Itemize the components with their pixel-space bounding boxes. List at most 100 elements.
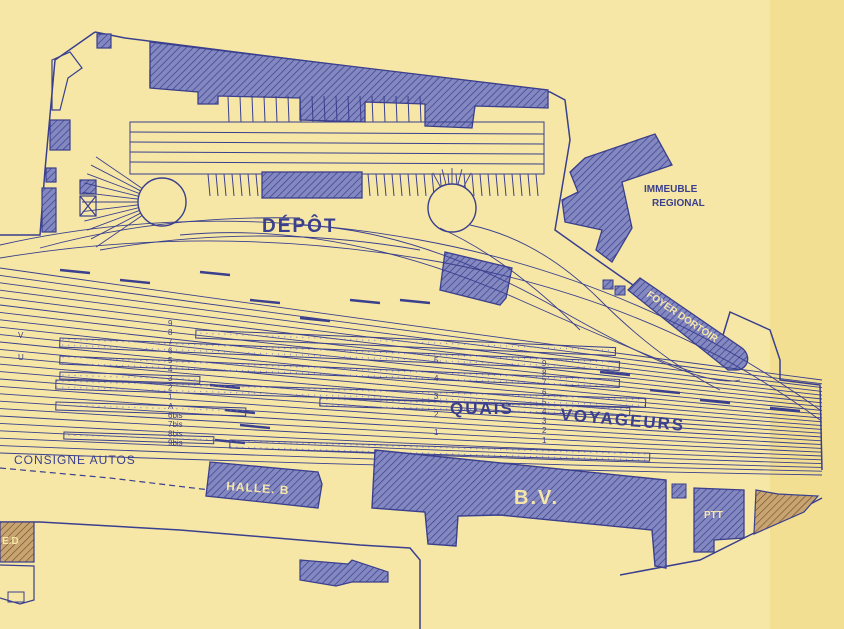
track-number-label: 7 [542,378,547,387]
track-line [0,385,823,442]
track-line [0,415,823,457]
quais-label: QUAIS [450,399,514,418]
depot-stub-line [371,95,374,123]
curved-track-line [0,220,821,411]
depot-stub-line [487,173,491,197]
track-line [0,274,823,385]
switch-mark [399,298,431,305]
bv-label: B.V. [514,487,559,509]
fan-track-line [463,172,472,188]
fan-track-line [86,210,140,231]
turntable-left [137,177,187,227]
switch-mark [699,398,731,405]
fan-track-line [95,156,143,189]
turntable-fan-tracks [82,156,472,248]
track-number-label: 8bis [168,429,183,438]
halle-b-building [205,461,323,509]
depot-label: DÉPÔT [262,215,337,237]
curved-track-line [39,217,301,249]
track-number-label: 5 [168,356,173,365]
depot-stub-line [383,95,386,123]
curved-track-line [0,240,821,421]
depot-stub-line [399,173,403,197]
track-line [0,267,823,381]
curved-track-line [469,224,721,391]
depot-stub-line [223,173,227,197]
turntable-right [427,183,477,233]
track-number-label: 9 [168,319,173,328]
track-line [0,422,823,461]
track-number-label: 9 [542,359,547,368]
ptt-label: PTT [704,510,723,521]
switch-mark [349,298,381,305]
platform [59,355,621,388]
fan-track-line [441,169,447,185]
track-number-label: 8 [542,369,547,378]
ed-building [0,521,35,605]
track-number-label: 4 [434,374,439,383]
depot-stub-line [335,95,338,123]
switch-mark [199,270,231,277]
depot-stub-line [275,95,278,123]
passenger-platforms [55,329,651,462]
depot-stub-line [231,173,235,197]
depot-stub-line [247,173,251,197]
curved-track-line [299,224,741,382]
depot-stub-line [375,173,379,197]
track-number-label: 9bis [168,439,183,448]
depot-stub-line [287,95,290,123]
consigne-autos-dashed-line [0,467,211,491]
track-number-label: 8 [168,328,173,337]
track-number-label: 2 [168,383,173,392]
switch-mark [649,388,681,395]
track-number-label: 3 [542,417,547,426]
bv-station-building [371,449,667,569]
track-number-label: 5 [542,397,547,406]
track-number-label: 3 [168,374,173,383]
track-number-label: 6 [542,388,547,397]
fan-track-line [432,172,441,188]
halle-b-label: HALLE. B [226,479,290,497]
platform [59,371,201,384]
depot-stub-line [415,173,419,197]
depot-stub-line [479,173,483,197]
track-number-label: 7 [168,337,173,346]
track-letters: VU [18,331,24,362]
track-line [0,408,823,453]
depot-stub-line [323,95,326,123]
fan-track-line [90,164,141,192]
track-number-label: 5 [434,356,439,365]
fan-track-line [82,204,139,213]
track-number-label: U [18,353,24,362]
depot-stub-line [251,95,254,123]
depot-stub-line [423,173,427,197]
track-number-label: 2 [434,410,439,419]
depot-stub-line [207,173,211,197]
switch-mark [599,370,631,377]
depot-stub-line [395,95,398,123]
small-kiosk [671,483,687,499]
track-number-label: A [168,402,174,411]
platform [319,397,631,417]
depot-stub-line [359,95,362,123]
depot-stub-line [299,95,302,123]
fan-track-line [95,215,143,248]
fan-track-line [84,207,139,222]
immeuble-regional-building [561,133,673,263]
depot-stub-line [227,95,230,123]
left-small-buildings [41,33,112,233]
track-number-label: 6bis [168,411,183,420]
platform [55,379,647,409]
depot-stub-line [471,173,475,197]
depot-stub-line [239,95,242,123]
track-number-label: V [18,331,24,340]
switch-mark [59,268,91,275]
depot-stub-line [383,173,387,197]
track-line [0,341,823,419]
depot-stub-line [239,173,243,197]
depot-stub-line [419,95,422,123]
track-number-label: 1 [168,393,173,402]
track-line [0,282,823,389]
